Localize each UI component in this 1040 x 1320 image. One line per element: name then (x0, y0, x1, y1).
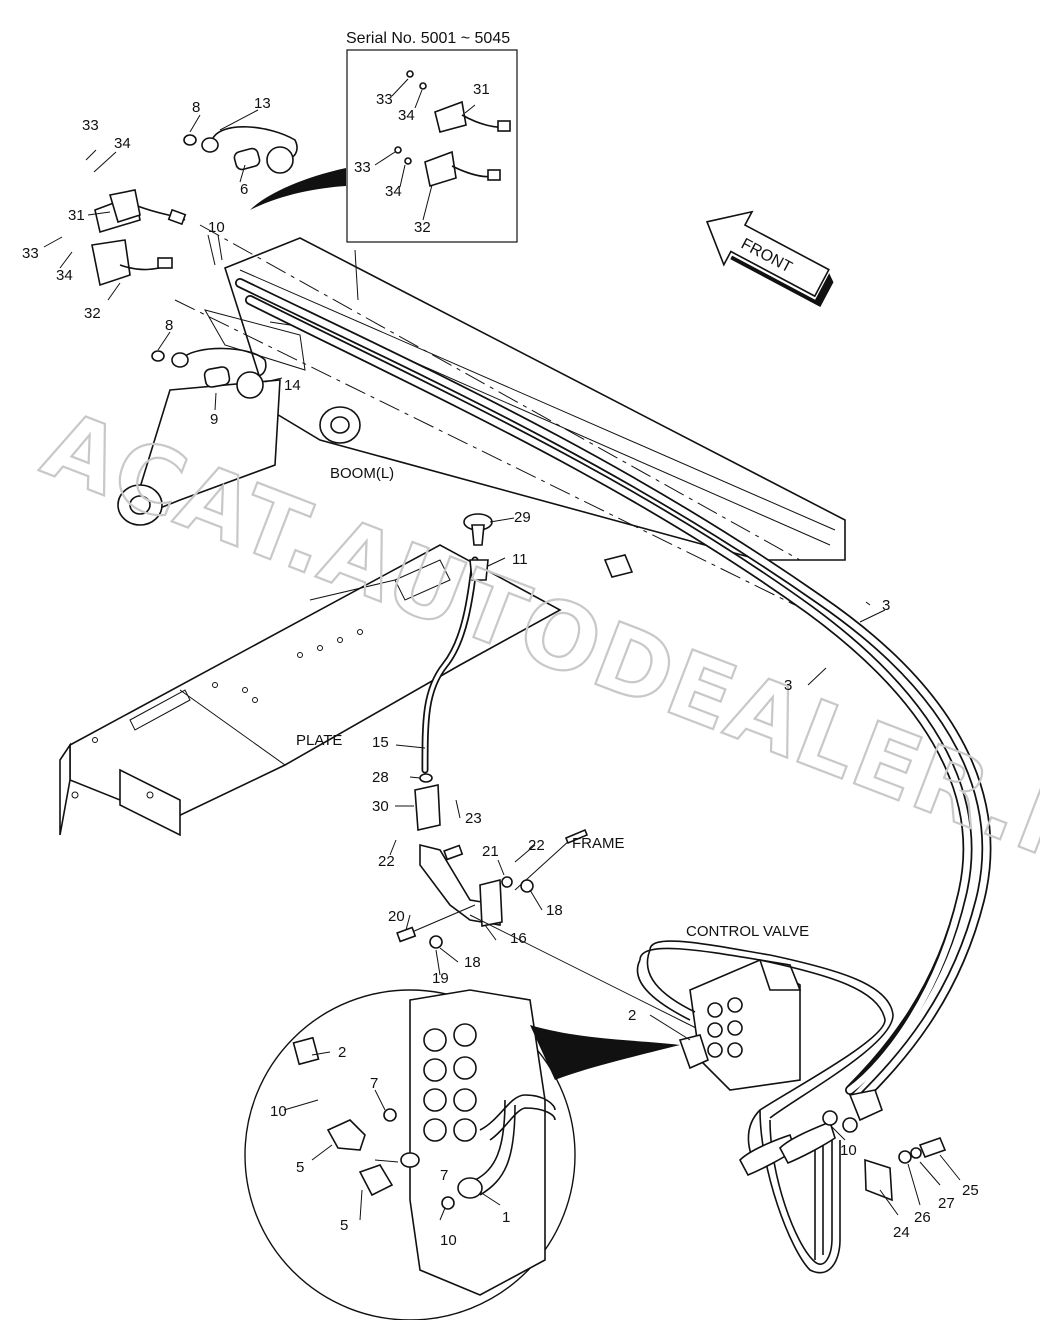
pipe-assembly-32 (91, 239, 173, 287)
callout-26: 26 (914, 1209, 931, 1226)
callout-28: 28 (372, 769, 389, 786)
callout-27: 27 (938, 1195, 955, 1212)
plate-label: PLATE (296, 732, 342, 749)
callout-33: 33 (376, 91, 393, 108)
callout-33: 33 (354, 159, 371, 176)
frame-label: FRAME (572, 835, 625, 852)
callout-10: 10 (208, 219, 225, 236)
callout-8: 8 (192, 99, 200, 116)
part-callouts: 13 8 33 34 6 31 10 33 34 32 8 14 9 33 34… (22, 81, 979, 1249)
callout-3: 3 (784, 677, 792, 694)
callout-25: 25 (962, 1182, 979, 1199)
inset-title: Serial No. 5001 ~ 5045 (346, 30, 510, 47)
hose-14 (151, 347, 267, 399)
callout-33: 33 (82, 117, 99, 134)
callout-22: 22 (528, 837, 545, 854)
callout-1: 1 (502, 1209, 510, 1226)
callout-34: 34 (56, 267, 73, 284)
callout-18: 18 (546, 902, 563, 919)
detail-circle (244, 989, 576, 1320)
callout-23: 23 (465, 810, 482, 827)
callout-10: 10 (440, 1232, 457, 1249)
control-valve-label: CONTROL VALVE (686, 923, 809, 940)
callout-7: 7 (440, 1167, 448, 1184)
center-lines (174, 224, 801, 606)
hose-assembly-3 (235, 278, 992, 1105)
serial-inset-box (346, 49, 518, 243)
callout-2: 2 (628, 1007, 636, 1024)
callout-5: 5 (340, 1217, 348, 1234)
callout-8: 8 (165, 317, 173, 334)
callout-24: 24 (893, 1224, 910, 1241)
boom-structure (117, 237, 846, 578)
detail-pointer (530, 1025, 680, 1080)
callout-33: 33 (22, 245, 39, 262)
callout-3: 3 (882, 597, 890, 614)
callout-16: 16 (510, 930, 527, 947)
control-linkage (396, 513, 701, 1031)
callout-32: 32 (84, 305, 101, 322)
callout-10: 10 (840, 1142, 857, 1159)
inset-pointer (250, 168, 346, 210)
callout-34: 34 (114, 135, 131, 152)
callout-32: 32 (414, 219, 431, 236)
callout-11: 11 (512, 551, 528, 568)
callout-34: 34 (398, 107, 415, 124)
hose-13 (183, 126, 298, 174)
callout-29: 29 (514, 509, 531, 526)
front-arrow-icon (705, 210, 834, 307)
callout-19: 19 (432, 970, 449, 987)
callout-31: 31 (68, 207, 85, 224)
callout-15: 15 (372, 734, 389, 751)
callout-10: 10 (270, 1103, 287, 1120)
callout-30: 30 (372, 798, 389, 815)
callout-18: 18 (464, 954, 481, 971)
callout-7: 7 (370, 1075, 378, 1092)
leader-lines (43, 78, 961, 1221)
plate-structure (59, 544, 562, 837)
callout-31: 31 (473, 81, 490, 98)
pipe-assembly-31 (94, 189, 187, 234)
callout-14: 14 (284, 377, 301, 394)
callout-20: 20 (388, 908, 405, 925)
callout-5: 5 (296, 1159, 304, 1176)
control-valve (636, 940, 947, 1274)
callout-13: 13 (254, 95, 271, 112)
callout-2: 2 (338, 1044, 346, 1061)
callout-21: 21 (482, 843, 499, 860)
callout-34: 34 (385, 183, 402, 200)
callout-6: 6 (240, 181, 248, 198)
boom-label: BOOM(L) (330, 465, 394, 482)
callout-9: 9 (210, 411, 218, 428)
callout-22: 22 (378, 853, 395, 870)
